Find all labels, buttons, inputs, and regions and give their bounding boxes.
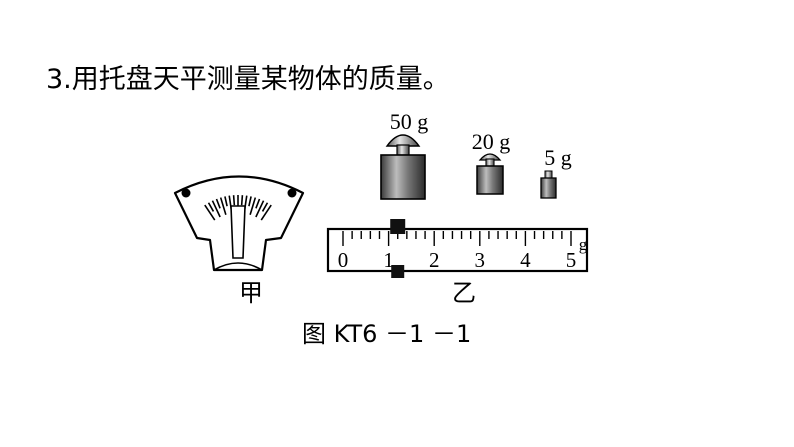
beam-tick-label: 2 — [429, 248, 440, 272]
dial-tick — [215, 198, 221, 209]
weight-20g-label: 20 g — [472, 129, 511, 154]
weight-50g-knob — [385, 134, 421, 147]
weight-50g: 50 g — [380, 109, 429, 200]
dial-pointer — [230, 205, 246, 259]
label-jia: 甲 — [239, 279, 263, 307]
weight-20g-body — [476, 165, 504, 195]
beam-ticks — [342, 231, 572, 246]
dial-tick — [211, 200, 221, 218]
beam-tick-label: 3 — [475, 248, 486, 272]
dial-tick — [232, 195, 236, 206]
weight-5g-knob — [544, 170, 553, 179]
weight-50g-body — [380, 154, 426, 200]
beam-unit: g — [579, 235, 588, 254]
dial-tick — [255, 200, 265, 218]
dial-tick — [204, 204, 216, 221]
dial-pointer-base — [213, 262, 263, 271]
weight-50g-label: 50 g — [390, 109, 429, 134]
dial-tick — [224, 196, 228, 207]
weight-5g-body — [540, 177, 557, 199]
dial-tick — [249, 197, 257, 216]
beam-tick-label: 5 — [566, 248, 577, 272]
dial-tick — [260, 204, 272, 221]
weight-20g-neck — [485, 158, 495, 167]
weight-20g: 20 g — [472, 129, 511, 195]
beam-tick-labels: 0 1 2 3 4 5 — [338, 248, 577, 272]
weight-20g-knob — [478, 153, 502, 161]
dial-tick — [219, 197, 227, 216]
weight-50g-neck — [396, 144, 410, 156]
rider-top — [390, 219, 406, 234]
label-yi: 乙 — [452, 279, 476, 307]
dial-tick — [261, 202, 269, 212]
figure-caption: 图 KT6 －1 －1 — [302, 320, 472, 348]
beam-outline — [326, 227, 589, 273]
dial-screw-left — [181, 188, 191, 198]
weight-5g: 5 g — [540, 145, 572, 199]
dial-tick — [255, 198, 261, 209]
beam-tick-label: 4 — [520, 248, 531, 272]
weight-5g-label: 5 g — [544, 145, 572, 170]
rider-bottom — [391, 265, 405, 278]
beam-scale: 0 1 2 3 4 5 g — [326, 219, 589, 278]
beam-tick-label: 0 — [338, 248, 349, 272]
dial-tick — [240, 195, 244, 206]
question-text: 3.用托盘天平测量某物体的质量。 — [46, 64, 450, 95]
beam-tick-label: 1 — [383, 248, 394, 272]
dial-tick — [207, 202, 215, 212]
dial-tick — [248, 196, 252, 207]
balance-dial — [173, 175, 305, 272]
dial-screw-right — [287, 188, 297, 198]
